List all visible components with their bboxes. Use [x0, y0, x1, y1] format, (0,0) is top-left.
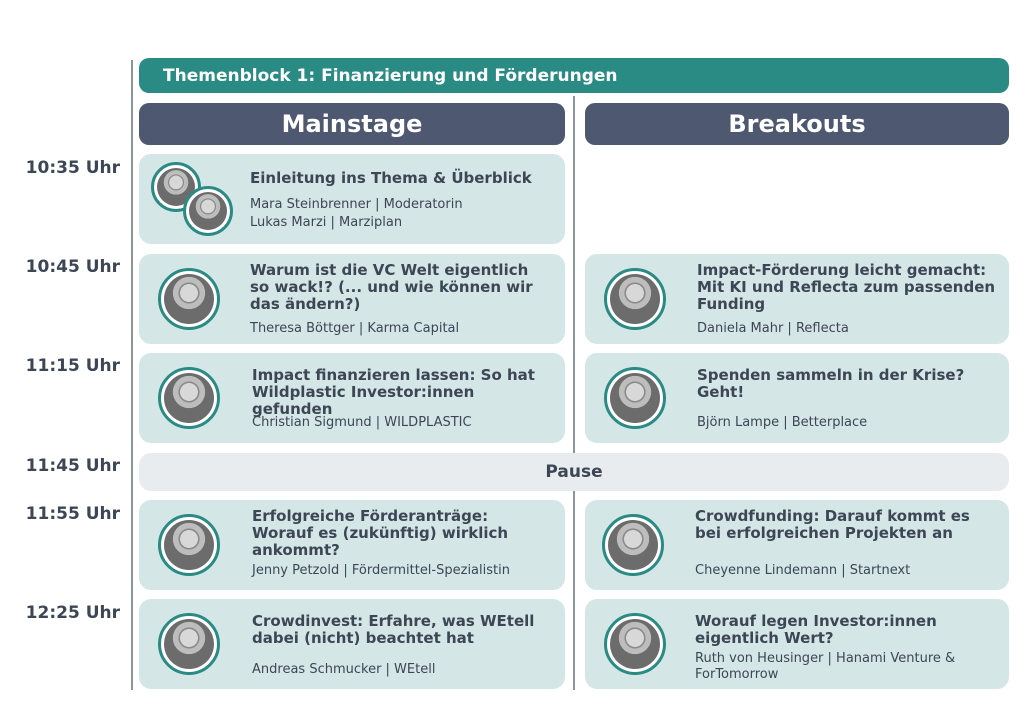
block-title: Themenblock 1: Finanzierung und Förderun…	[139, 58, 1009, 93]
speaker-avatar	[158, 367, 220, 429]
speaker-avatar	[602, 514, 664, 576]
speaker-line: Björn Lampe | Betterplace	[697, 415, 868, 430]
session-card[interactable]: Impact-Förderung leicht gemacht: Mit KI …	[585, 254, 1009, 344]
speaker-avatar	[158, 613, 220, 675]
timeline-divider	[131, 60, 133, 690]
session-title: Erfolgreiche Förderanträge: Worauf es (z…	[252, 507, 509, 559]
speaker-avatar	[158, 268, 220, 330]
speaker-avatar	[183, 186, 233, 236]
time-slot: 11:15 Uhr	[25, 356, 120, 376]
speaker-line: Christian Sigmund | WILDPLASTIC	[252, 415, 472, 430]
speaker-line: Jenny Petzold | Fördermittel-Spezialisti…	[252, 563, 510, 578]
speaker-avatar	[604, 613, 666, 675]
session-title: Crowdfunding: Darauf kommt es bei erfolg…	[695, 507, 970, 542]
session-title: Spenden sammeln in der Krise? Geht!	[697, 366, 965, 401]
speaker-avatar	[604, 367, 666, 429]
speaker-avatar	[158, 514, 220, 576]
session-card[interactable]: Warum ist die VC Welt eigentlich so wack…	[139, 254, 565, 344]
pause-bar: Pause	[139, 453, 1009, 491]
session-title: Crowdinvest: Erfahre, was WEtell dabei (…	[252, 612, 535, 647]
speaker-line: Mara Steinbrenner | Moderatorin	[250, 197, 463, 212]
speaker-line: Andreas Schmucker | WEtell	[252, 662, 436, 677]
session-card[interactable]: Crowdinvest: Erfahre, was WEtell dabei (…	[139, 599, 565, 689]
speaker-line: Theresa Böttger | Karma Capital	[250, 321, 460, 336]
breakouts-header: Breakouts	[585, 103, 1009, 145]
session-card[interactable]: Erfolgreiche Förderanträge: Worauf es (z…	[139, 500, 565, 590]
speaker-line: Ruth von Heusinger | Hanami Venture & Fo…	[695, 651, 956, 682]
speaker-avatar	[604, 268, 666, 330]
session-title: Warum ist die VC Welt eigentlich so wack…	[250, 261, 533, 313]
session-title: Worauf legen Investor:innen eigentlich W…	[695, 612, 937, 647]
speaker-line: Cheyenne Lindemann | Startnext	[695, 563, 911, 578]
time-slot: 10:45 Uhr	[25, 257, 120, 277]
session-title: Impact finanzieren lassen: So hat Wildpl…	[252, 366, 535, 418]
time-slot: 10:35 Uhr	[25, 158, 120, 178]
time-slot: 12:25 Uhr	[25, 603, 120, 623]
time-slot: 11:55 Uhr	[25, 504, 120, 524]
session-card[interactable]: Worauf legen Investor:innen eigentlich W…	[585, 599, 1009, 689]
session-card[interactable]: Spenden sammeln in der Krise? Geht! Björ…	[585, 353, 1009, 443]
speaker-line: Daniela Mahr | Reflecta	[697, 321, 849, 336]
mainstage-header: Mainstage	[139, 103, 565, 145]
column-divider	[573, 96, 575, 690]
session-card[interactable]: Einleitung ins Thema & Überblick Mara St…	[139, 154, 565, 244]
session-card[interactable]: Crowdfunding: Darauf kommt es bei erfolg…	[585, 500, 1009, 590]
session-title: Einleitung ins Thema & Überblick	[250, 169, 532, 187]
time-slot: 11:45 Uhr	[25, 456, 120, 476]
speaker-avatar	[151, 162, 201, 212]
speaker-line: Lukas Marzi | Marziplan	[250, 215, 403, 230]
session-card[interactable]: Impact finanzieren lassen: So hat Wildpl…	[139, 353, 565, 443]
session-title: Impact-Förderung leicht gemacht: Mit KI …	[697, 261, 996, 313]
